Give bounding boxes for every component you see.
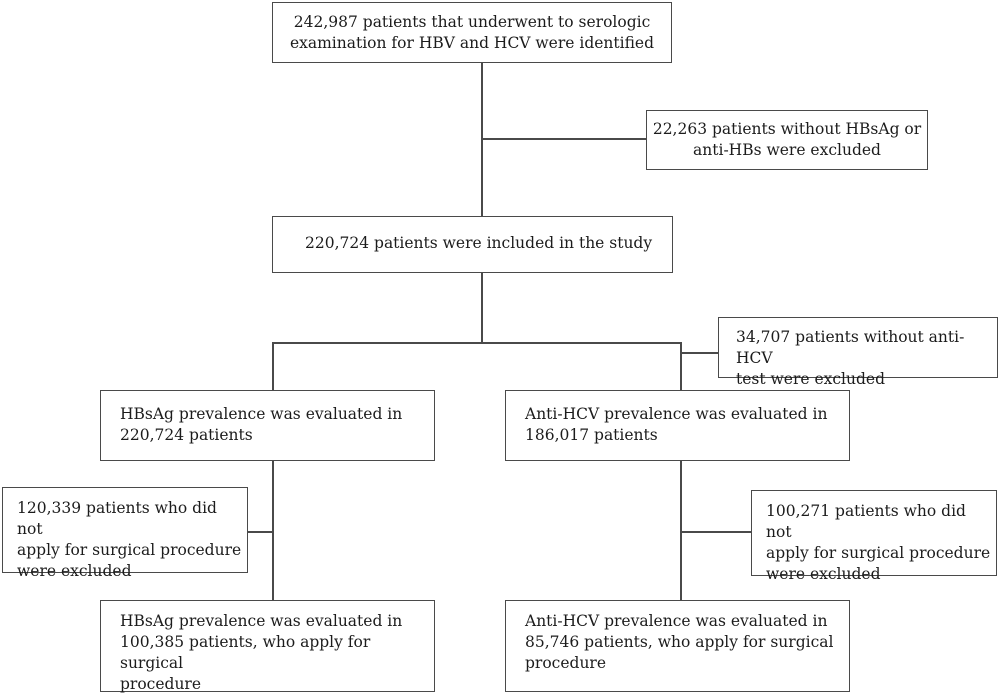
node-excluded-hbs-line-1: 22,263 patients without HBsAg or: [652, 120, 922, 138]
node-included-line-1: 220,724 patients were included in the st…: [305, 234, 653, 252]
node-identified: 242,987 patients that underwent to serol…: [272, 2, 672, 63]
node-hbsag-surgical: HBsAg prevalence was evaluated in 100,38…: [100, 600, 435, 693]
connector-to-excluded-right-surgery: [680, 531, 751, 533]
node-antihcv-surgical-line-3: procedure: [525, 654, 607, 672]
node-antihcv-surgical-line-1: Anti-HCV prevalence was evaluated in: [525, 612, 828, 630]
node-hbsag-eval: HBsAg prevalence was evaluated in 220,72…: [100, 390, 435, 461]
connector-right-branch-down: [680, 342, 682, 390]
node-excluded-left-surgery: 120,339 patients who did not apply for s…: [2, 487, 248, 580]
node-excluded-hcv-line-2: test were excluded: [736, 370, 886, 388]
node-excluded-left-surgery-line-3: were excluded: [17, 562, 132, 580]
node-excluded-left-surgery-line-2: apply for surgical procedure: [17, 541, 242, 559]
connector-left-branch-down: [272, 342, 274, 390]
node-excluded-right-surgery: 100,271 patients who did not apply for s…: [751, 490, 997, 583]
connector-to-excluded-hcv: [680, 352, 718, 354]
node-excluded-right-surgery-line-1: 100,271 patients who did not: [766, 502, 966, 541]
node-included: 220,724 patients were included in the st…: [272, 216, 673, 273]
connector-left-column: [272, 461, 274, 600]
node-antihcv-surgical: Anti-HCV prevalence was evaluated in 85,…: [505, 600, 850, 692]
node-hbsag-eval-line-2: 220,724 patients: [120, 426, 253, 444]
node-hbsag-surgical-line-1: HBsAg prevalence was evaluated in: [120, 612, 403, 630]
node-identified-line-1: 242,987 patients that underwent to serol…: [293, 13, 651, 31]
node-excluded-hcv-line-1: 34,707 patients without anti-HCV: [736, 328, 965, 367]
node-excluded-hcv: 34,707 patients without anti-HCV test we…: [718, 317, 998, 388]
node-hbsag-eval-line-1: HBsAg prevalence was evaluated in: [120, 405, 403, 423]
node-hbsag-surgical-line-3: procedure: [120, 675, 202, 693]
node-excluded-hbs-line-2: anti-HBs were excluded: [693, 141, 881, 159]
connector-to-excluded-hbs: [481, 138, 646, 140]
node-excluded-left-surgery-line-1: 120,339 patients who did not: [17, 499, 217, 538]
node-excluded-hbs: 22,263 patients without HBsAg or anti-HB…: [646, 110, 928, 170]
connector-top-main: [481, 63, 483, 216]
node-antihcv-eval: Anti-HCV prevalence was evaluated in 186…: [505, 390, 850, 461]
node-antihcv-eval-line-1: Anti-HCV prevalence was evaluated in: [525, 405, 828, 423]
connector-right-column: [680, 461, 682, 600]
node-identified-line-2: examination for HBV and HCV were identif…: [289, 34, 655, 52]
node-excluded-right-surgery-line-2: apply for surgical procedure: [766, 544, 991, 562]
connector-included-down: [481, 273, 483, 343]
node-hbsag-surgical-line-2: 100,385 patients, who apply for surgical: [120, 633, 371, 672]
node-antihcv-surgical-line-2: 85,746 patients, who apply for surgical: [525, 633, 834, 651]
node-excluded-right-surgery-line-3: were excluded: [766, 565, 881, 583]
connector-split-bar: [272, 342, 680, 344]
node-antihcv-eval-line-2: 186,017 patients: [525, 426, 658, 444]
connector-to-excluded-left-surgery: [248, 531, 273, 533]
